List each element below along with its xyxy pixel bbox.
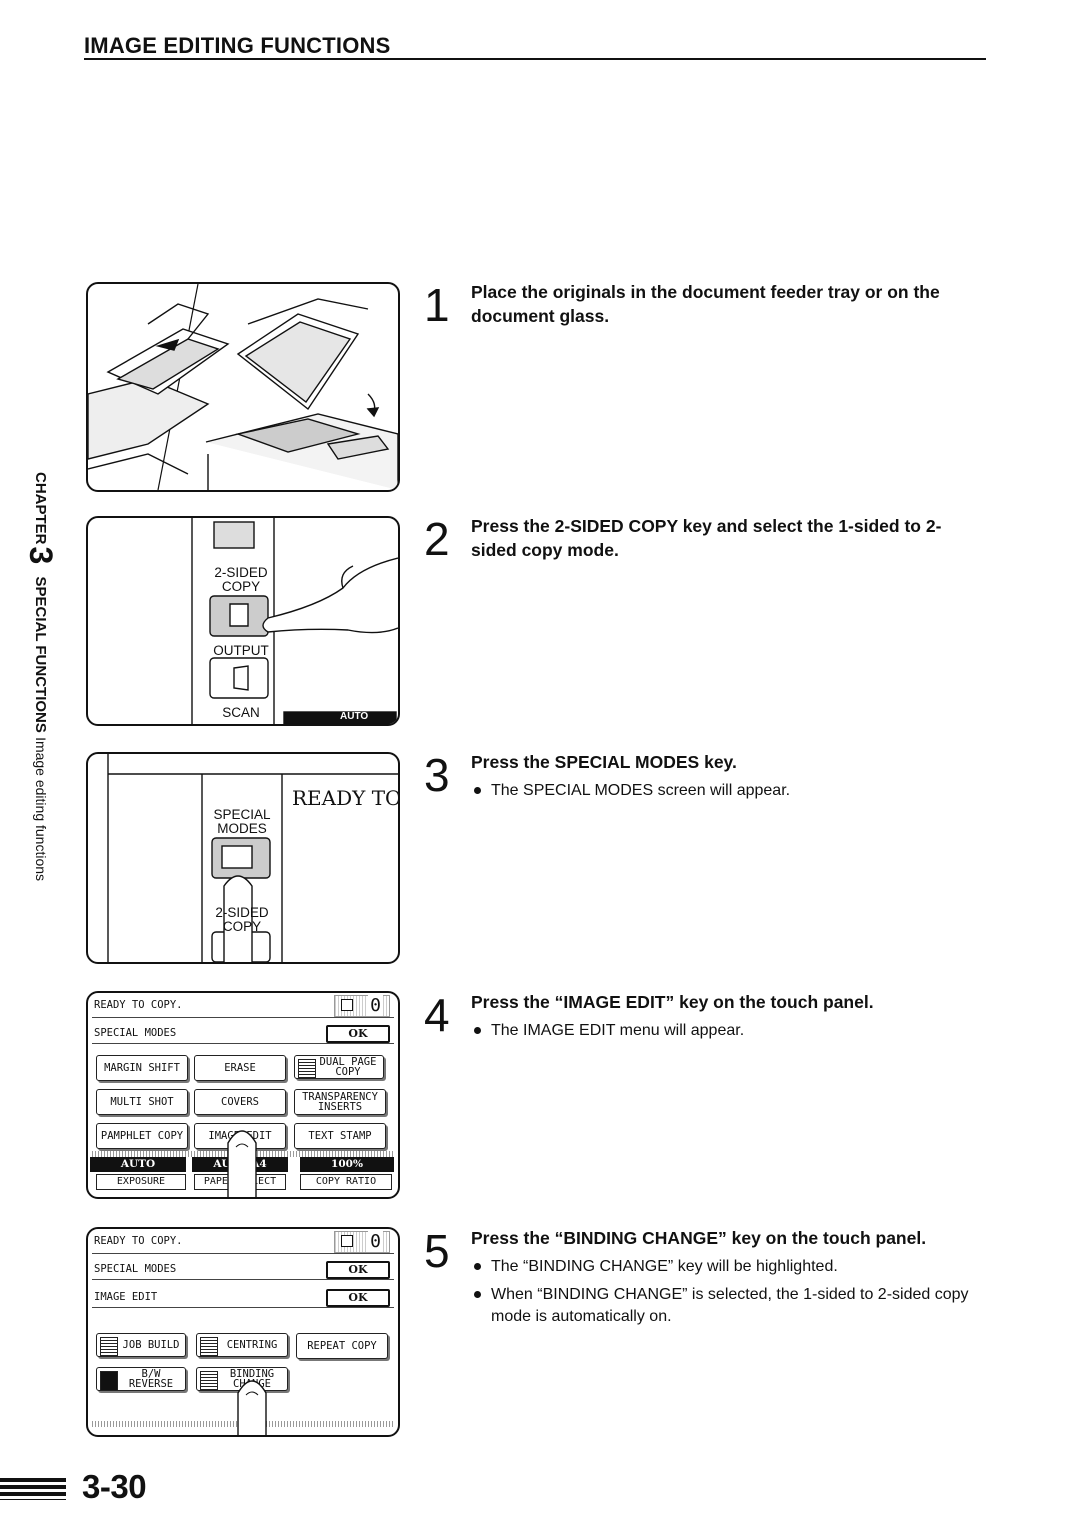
job-build-icon: [100, 1337, 118, 1357]
panel-status-row: READY TO COPY. 0: [92, 995, 394, 1018]
transparency-line2: INSERTS: [317, 1101, 363, 1113]
key-label-scan: SCAN: [222, 705, 260, 720]
bw-reverse-icon: [100, 1371, 118, 1391]
bw-line1: B/W: [141, 1368, 161, 1380]
step-heading: Press the “IMAGE EDIT” key on the touch …: [471, 992, 874, 1012]
panel-mode-row: SPECIAL MODES OK: [92, 1023, 394, 1044]
binding-change-icon: [200, 1371, 218, 1391]
key-label-2sided-partial-line2: COPY: [222, 919, 262, 934]
ok-button-special[interactable]: OK: [326, 1261, 390, 1279]
key-label-2sided-partial-line1: 2-SIDED: [215, 905, 269, 920]
paper-icon: [341, 1235, 353, 1247]
pamphlet-copy-key[interactable]: PAMPHLET COPY: [96, 1123, 188, 1149]
step-4: Press the “IMAGE EDIT” key on the touch …: [471, 990, 987, 1042]
chapter-side-tab: CHAPTER3 SPECIAL FUNCTIONS Image editing…: [23, 472, 59, 882]
panel5-submode-row: IMAGE EDIT OK: [92, 1287, 394, 1308]
step-2: Press the 2-SIDED COPY key and select th…: [471, 514, 987, 562]
key-label-special-line2: MODES: [217, 821, 267, 836]
covers-key[interactable]: COVERS: [194, 1089, 286, 1115]
panel5-mode-text: SPECIAL MODES: [94, 1263, 177, 1275]
ok-button-image-edit[interactable]: OK: [326, 1289, 390, 1307]
transparency-line1: TRANSPARENCY: [302, 1091, 378, 1103]
transparency-inserts-key[interactable]: TRANSPARENCY INSERTS: [294, 1089, 386, 1115]
erase-key[interactable]: ERASE: [194, 1055, 286, 1081]
centring-key[interactable]: CENTRING: [196, 1333, 288, 1357]
step-number: 4: [424, 989, 450, 1041]
step-1: Place the originals in the document feed…: [471, 280, 987, 328]
ok-button[interactable]: OK: [326, 1025, 390, 1043]
panel5-status-text: READY TO COPY.: [94, 1235, 183, 1247]
finger-pointer: [227, 1130, 257, 1197]
panel5-copy-counter: 0: [334, 1231, 390, 1253]
copy-count: 0: [368, 995, 383, 1016]
multi-shot-key[interactable]: MULTI SHOT: [96, 1089, 188, 1115]
touch-panel-special-modes: READY TO COPY. 0 SPECIAL MODES OK MARGIN…: [86, 991, 400, 1199]
subsection-label: Image editing functions: [33, 737, 49, 882]
book-icon: [298, 1059, 316, 1079]
step-bullet: The IMAGE EDIT menu will appear.: [471, 1020, 987, 1042]
panel5-copy-count: 0: [368, 1231, 383, 1252]
finger-pointer: [237, 1380, 267, 1435]
centring-icon: [200, 1337, 218, 1357]
touch-panel-image-edit: READY TO COPY. 0 SPECIAL MODES OK IMAGE …: [86, 1227, 400, 1437]
key-label-output: OUTPUT: [213, 643, 269, 658]
dual-page-line1: DUAL PAGE: [319, 1056, 377, 1068]
copy-ratio-key[interactable]: COPY RATIO: [300, 1174, 392, 1190]
job-build-key[interactable]: JOB BUILD: [96, 1333, 186, 1357]
chapter-label: CHAPTER: [32, 472, 49, 545]
panel-mode-text: SPECIAL MODES: [94, 1027, 177, 1039]
footer-lines: [0, 1478, 66, 1500]
step-bullet: When “BINDING CHANGE” is selected, the 1…: [471, 1284, 987, 1328]
bw-reverse-key[interactable]: B/W REVERSE: [96, 1367, 186, 1391]
key-label-special-modes: SPECIAL MODES: [208, 808, 276, 836]
step-heading: Press the “BINDING CHANGE” key on the to…: [471, 1228, 927, 1248]
key-label-2sided: 2-SIDED COPY: [212, 566, 270, 594]
key-label-2sided-line2: COPY: [221, 579, 261, 594]
illustration-load-originals: [86, 282, 400, 492]
copy-ratio-value: 100%: [300, 1157, 394, 1172]
bw-line2: REVERSE: [128, 1378, 174, 1390]
step-number: 2: [424, 513, 450, 565]
text-stamp-key[interactable]: TEXT STAMP: [294, 1123, 386, 1149]
step-bullet: The “BINDING CHANGE” key will be highlig…: [471, 1256, 987, 1278]
step-heading: Press the SPECIAL MODES key.: [471, 752, 737, 772]
display-ready-text: READY TO C: [292, 786, 400, 810]
step-3: Press the SPECIAL MODES key. The SPECIAL…: [471, 750, 987, 802]
key-label-2sided-partial: 2-SIDED COPY: [208, 906, 276, 934]
section-label: SPECIAL FUNCTIONS: [32, 576, 49, 733]
step-heading: Place the originals in the document feed…: [471, 282, 940, 326]
step-number: 3: [424, 749, 450, 801]
illustration-2sided-key: 2-SIDED COPY OUTPUT SCAN AUTO: [86, 516, 400, 726]
panel5-mode-row: SPECIAL MODES OK: [92, 1259, 394, 1280]
paper-icon: [341, 999, 353, 1011]
illustration-special-modes-key: READY TO C SPECIAL MODES 2-SIDED COPY: [86, 752, 400, 964]
copy-counter: 0: [334, 995, 390, 1017]
exposure-key[interactable]: EXPOSURE: [96, 1174, 186, 1190]
job-build-label: JOB BUILD: [122, 1339, 180, 1351]
step-bullet: The SPECIAL MODES screen will appear.: [471, 780, 987, 802]
key-label-special-line1: SPECIAL: [213, 807, 271, 822]
binding-line1: BINDING: [229, 1368, 275, 1380]
repeat-copy-key[interactable]: REPEAT COPY: [296, 1333, 388, 1359]
step-heading: Press the 2-SIDED COPY key and select th…: [471, 516, 942, 560]
panel5-submode-text: IMAGE EDIT: [94, 1291, 158, 1303]
margin-shift-key[interactable]: MARGIN SHIFT: [96, 1055, 188, 1081]
title-rule: [84, 58, 986, 60]
centring-label: CENTRING: [226, 1339, 278, 1351]
dual-page-line2: COPY: [335, 1066, 361, 1078]
panel5-status-row: READY TO COPY. 0: [92, 1231, 394, 1254]
panel-status-text: READY TO COPY.: [94, 999, 183, 1011]
step-number: 1: [424, 279, 450, 331]
exposure-value: AUTO: [90, 1157, 186, 1172]
key-label-2sided-line1: 2-SIDED: [214, 565, 268, 580]
step-number: 5: [424, 1225, 450, 1277]
page-title: IMAGE EDITING FUNCTIONS: [84, 33, 391, 58]
corner-auto-label: AUTO: [340, 711, 369, 722]
page-number: 3-30: [82, 1468, 147, 1505]
chapter-number: 3: [23, 546, 59, 565]
step-5: Press the “BINDING CHANGE” key on the to…: [471, 1226, 987, 1328]
dual-page-copy-key[interactable]: DUAL PAGE COPY: [294, 1055, 384, 1079]
